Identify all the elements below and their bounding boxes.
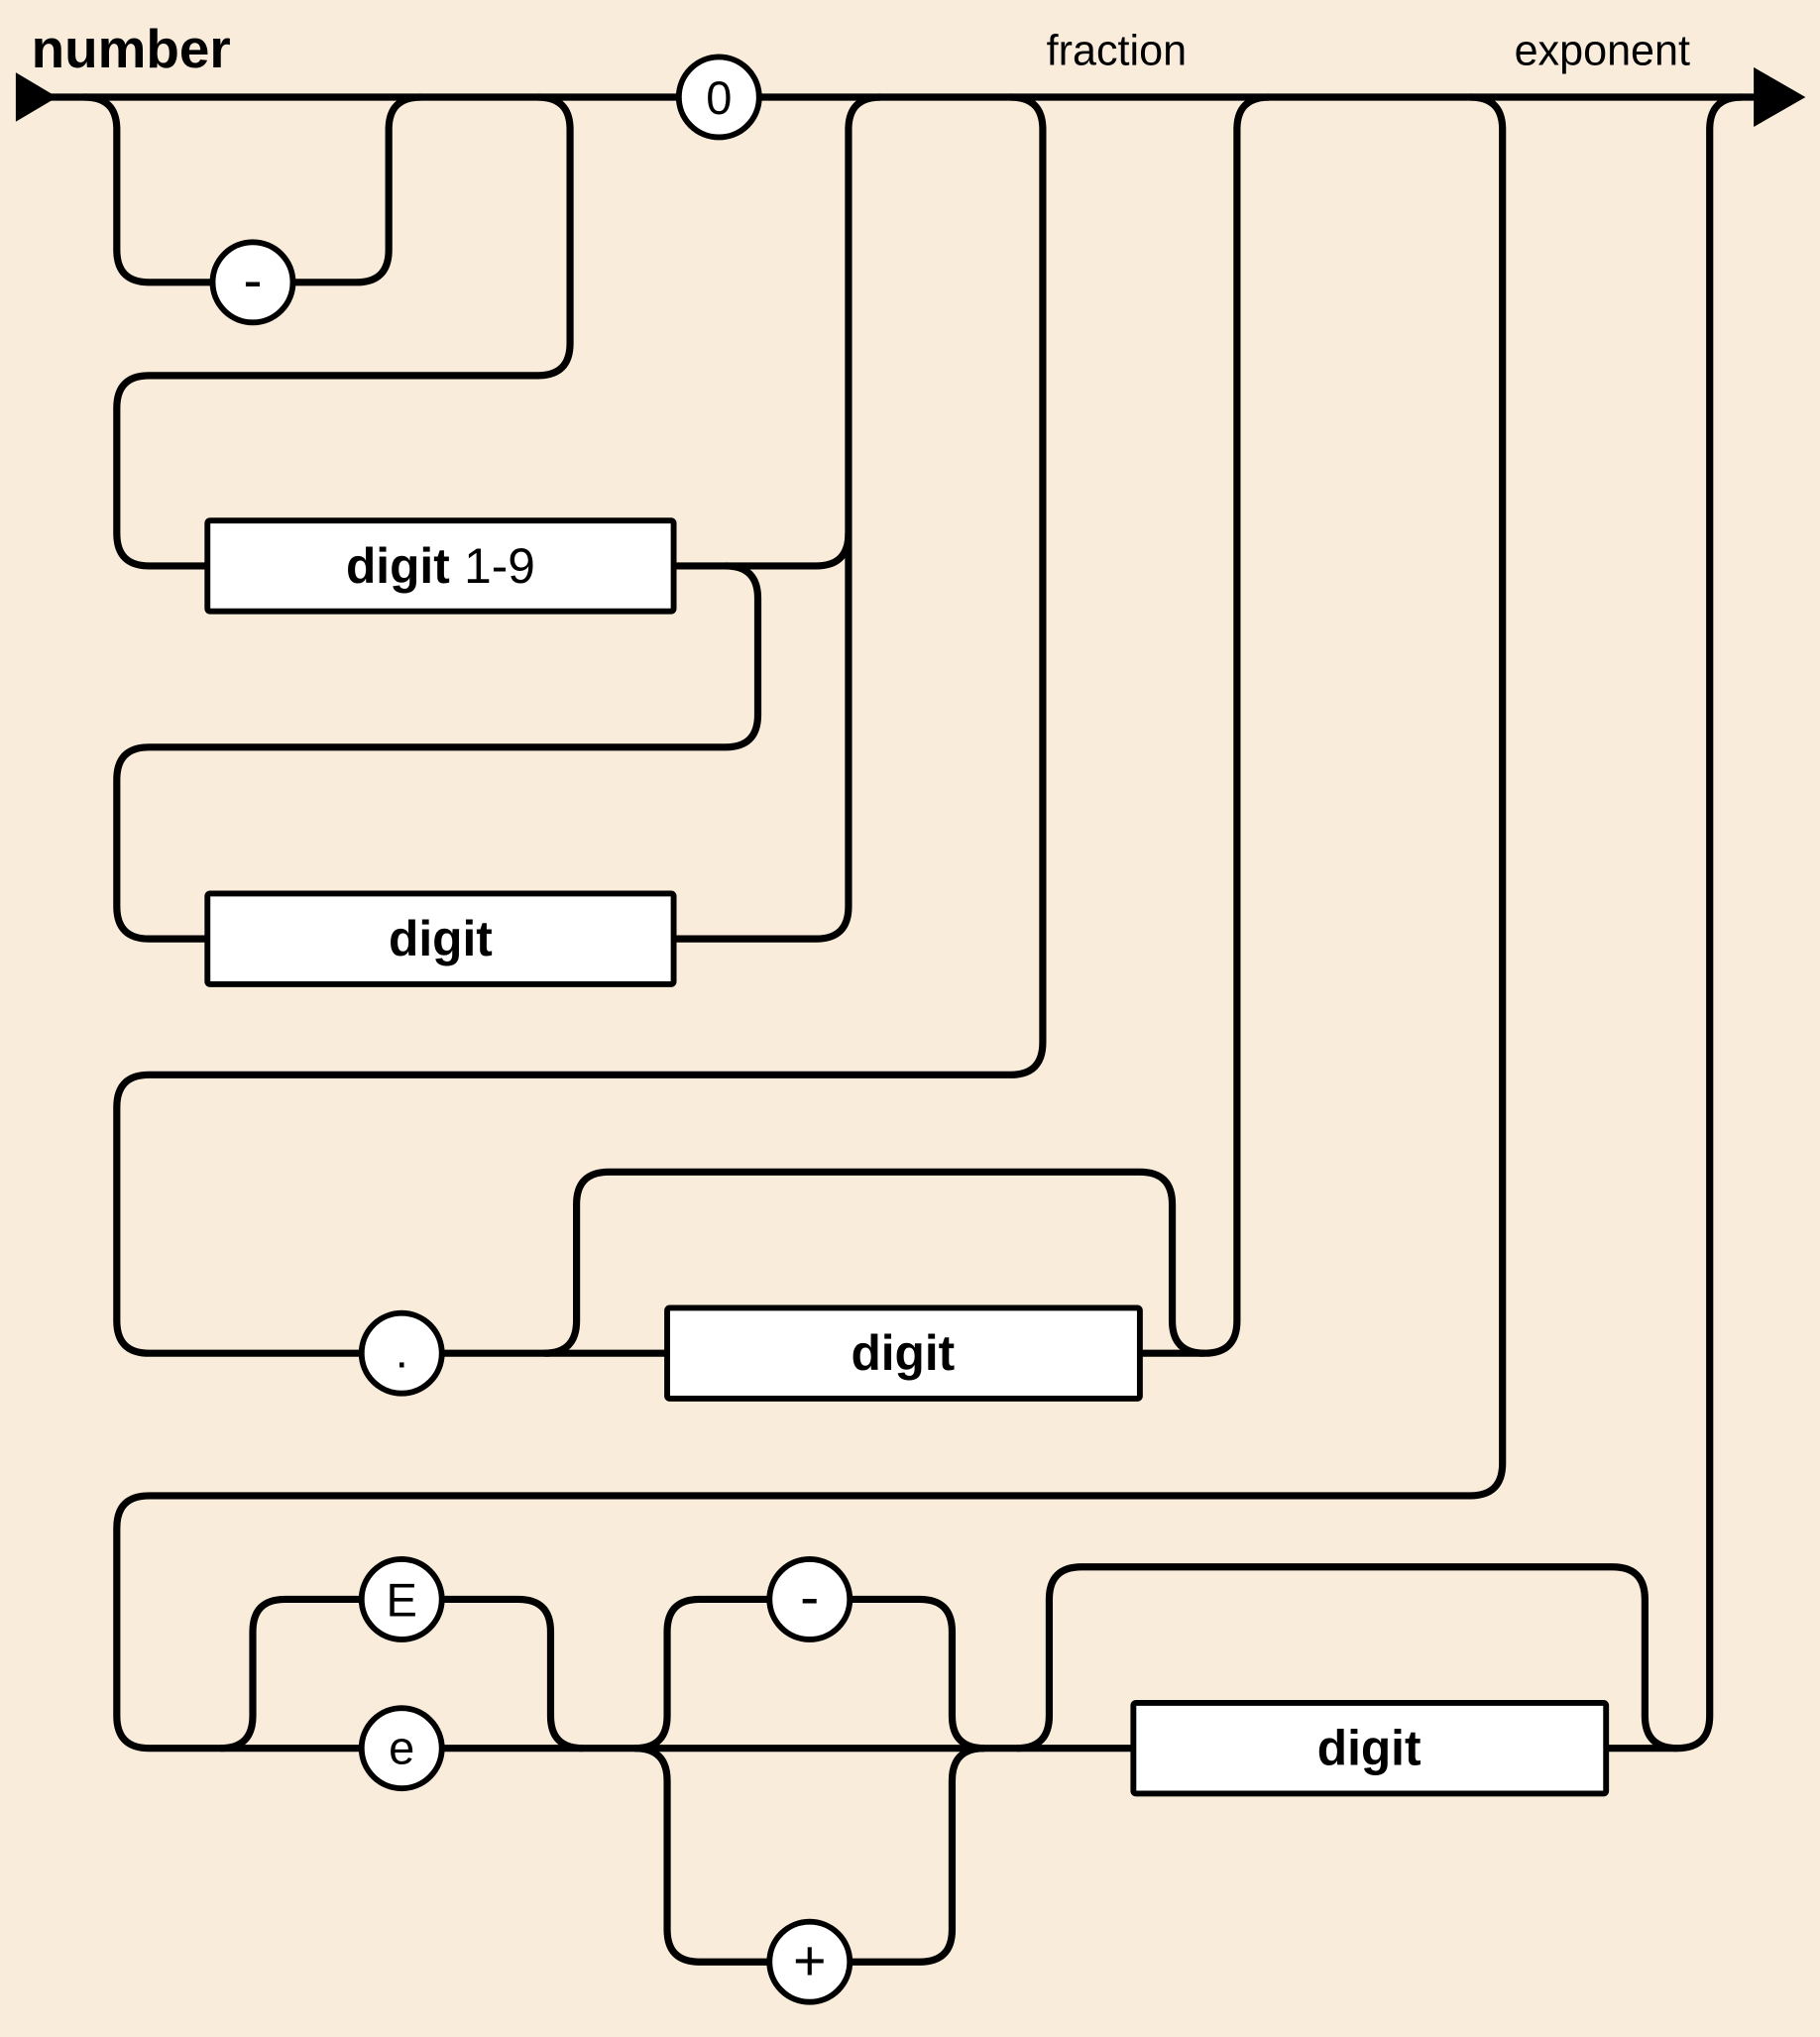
nonterminal-digit-exponent-label: digit [1317, 1721, 1422, 1776]
terminal-uppercase-e-label: E [387, 1573, 417, 1626]
terminal-exp-minus-label: - [800, 1565, 819, 1629]
terminal-dot-label: . [396, 1325, 408, 1378]
rail-exponent-entry [113, 93, 1507, 1753]
nonterminal-digit-fraction-box [664, 1304, 1143, 1402]
fraction-section-label: fraction [1047, 27, 1187, 74]
nonterminal-digit-int-box [204, 890, 677, 987]
terminal-exp-minus-circle [766, 1555, 853, 1642]
rail-int-merge [673, 93, 881, 943]
terminal-dot-circle [358, 1309, 445, 1397]
terminal-lowercase-e-circle [358, 1705, 445, 1792]
rail-exponent-exit [1606, 93, 1743, 1753]
end-arrow-icon [1754, 66, 1806, 128]
nonterminal-digit-1-9-box [204, 517, 677, 615]
rail-exponent-digit-loop [1016, 1563, 1678, 1753]
digit-1-9-range: 1-9 [464, 538, 535, 594]
rail-digit19-exit [673, 533, 853, 570]
rail-digit19-branch [113, 93, 574, 570]
terminal-zero-label: 0 [706, 71, 732, 124]
rail-digit-loop-branch [113, 562, 762, 943]
rail-fraction-entry [113, 93, 1047, 1357]
exponent-section-label: exponent [1515, 27, 1690, 74]
terminal-exp-plus-label: + [793, 1930, 827, 1993]
nonterminal-digit-fraction-label: digit [851, 1325, 955, 1381]
terminal-minus-label: - [243, 249, 262, 312]
rail-fraction-exit [1139, 93, 1270, 1357]
diagram-title: number [32, 18, 231, 79]
nonterminal-digit-int-label: digit [389, 911, 493, 966]
terminal-minus-circle [209, 239, 296, 326]
terminal-exp-plus-circle [766, 1918, 853, 2005]
terminal-zero-circle [675, 54, 762, 141]
nonterminal-digit-exponent-box [1130, 1700, 1610, 1797]
rail-fraction-digit-loop [543, 1168, 1205, 1357]
terminal-lowercase-e-label: e [389, 1721, 414, 1773]
digit-1-9-word: digit [346, 538, 450, 594]
start-arrow-icon [15, 72, 57, 122]
terminal-uppercase-e-circle [358, 1555, 445, 1642]
